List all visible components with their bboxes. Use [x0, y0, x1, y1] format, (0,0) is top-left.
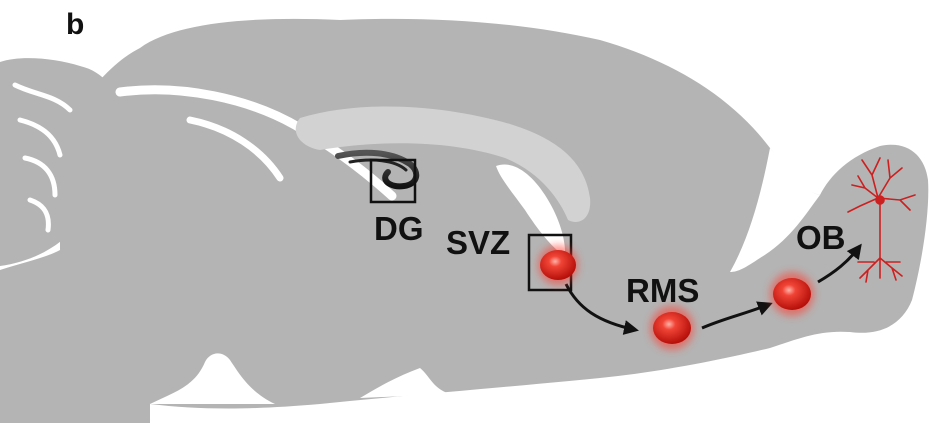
arrow-rms-to-ob-1: [701, 301, 773, 330]
label-ob: OB: [796, 219, 846, 256]
label-svz: SVZ: [446, 224, 510, 261]
cell-ob: [770, 272, 814, 316]
cell-svz: [538, 245, 578, 285]
cell-rms: [650, 306, 694, 350]
dg-box: [369, 158, 417, 204]
label-rms: RMS: [626, 272, 699, 309]
cerebellum-folia: [12, 82, 73, 233]
arrow-svz-to-rms: [564, 283, 639, 335]
panel-letter: b: [66, 8, 84, 41]
ventral-notch-1: [150, 353, 275, 404]
lateral-ventricle: [496, 164, 566, 256]
cerebellum-shape: [0, 58, 119, 266]
white-matter-band: [295, 106, 591, 222]
ventricle-curve: [115, 85, 397, 201]
arrow-rms-to-ob-2: [817, 243, 862, 284]
olfactory-notch: [730, 148, 820, 272]
cerebrum-shape: [0, 18, 929, 423]
label-dg: DG: [374, 210, 424, 247]
neuron-icon: [847, 157, 916, 283]
ventricle-curve-lower: [186, 116, 284, 182]
ventral-notch-2: [360, 368, 450, 398]
